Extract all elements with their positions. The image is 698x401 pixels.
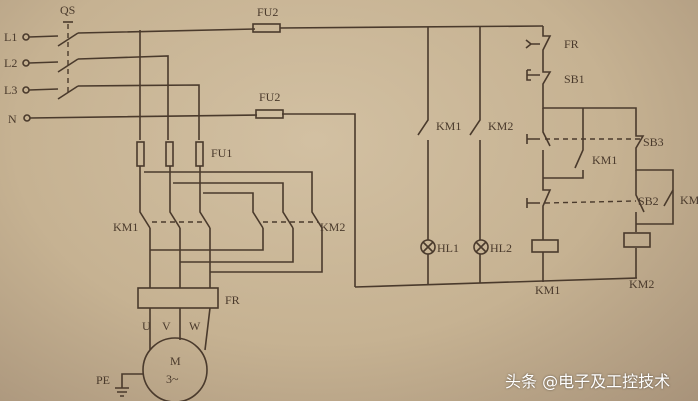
hl1-label: HL1 — [437, 241, 459, 255]
fu2-bottom-label: FU2 — [259, 90, 280, 104]
l1-label: L1 — [4, 30, 17, 44]
km1-lamp-contact-label: KM1 — [436, 119, 461, 133]
motor — [142, 337, 208, 401]
fu1-fuses — [136, 141, 204, 167]
motor-phase-label: 3~ — [166, 372, 179, 386]
v-label: V — [162, 319, 171, 333]
km1-main-label: KM1 — [113, 220, 138, 234]
km1-coil — [531, 239, 559, 253]
u-label: U — [142, 319, 151, 333]
km1-aux-label: KM1 — [592, 153, 617, 167]
km1-coil-label: KM1 — [535, 283, 560, 297]
ground-icon — [115, 373, 143, 397]
km2-coil — [623, 232, 651, 248]
sb3-label: SB3 — [643, 135, 664, 149]
km2-coil-label: KM2 — [629, 277, 654, 291]
fr-main-label: FR — [225, 293, 240, 307]
terminals — [22, 33, 31, 122]
qs-label: QS — [60, 3, 75, 17]
fu2-top-label: FU2 — [257, 5, 278, 19]
l2-bus — [77, 55, 169, 140]
fu2-top-fuse — [252, 23, 281, 33]
l3-label: L3 — [4, 83, 17, 97]
n-bus — [29, 113, 356, 287]
n-label: N — [8, 112, 17, 126]
km2-main-label: KM2 — [320, 220, 345, 234]
km2-aux-label: KM2 — [680, 193, 698, 207]
motor-label: M — [170, 354, 181, 368]
l2-label: L2 — [4, 56, 17, 70]
sb1-label: SB1 — [564, 72, 585, 86]
sb2-label: SB2 — [638, 194, 659, 208]
watermark: 头条 @电子及工控技术 — [505, 372, 671, 391]
hl1-lamp — [420, 239, 436, 255]
l1-bus — [77, 25, 544, 34]
hl2-label: HL2 — [490, 241, 512, 255]
fr-thermal-relay — [137, 287, 219, 309]
pe-label: PE — [96, 373, 110, 387]
l3-bus — [77, 84, 200, 140]
hl2-lamp — [473, 239, 489, 255]
fr-ctrl-label: FR — [564, 37, 579, 51]
fu2-bottom-fuse — [255, 109, 284, 119]
qs-switch — [28, 21, 79, 100]
fu1-label: FU1 — [211, 146, 232, 160]
km-main-contacts — [139, 205, 323, 288]
km2-lamp-contact-label: KM2 — [488, 119, 513, 133]
w-label: W — [189, 319, 201, 333]
